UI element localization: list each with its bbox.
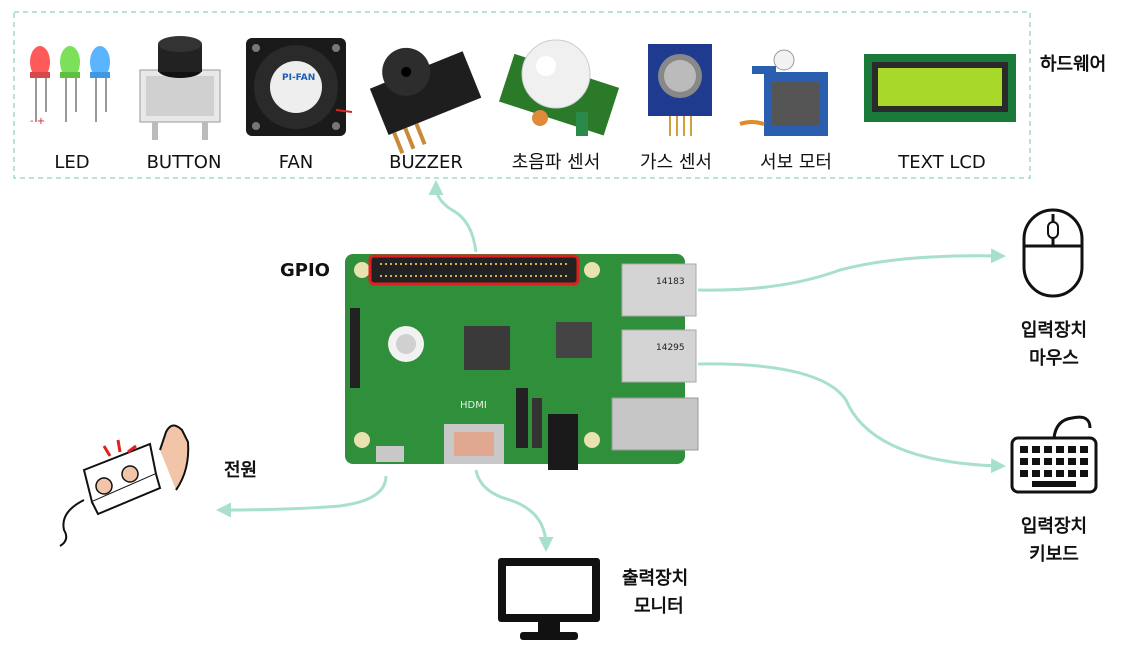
hardware-box bbox=[13, 11, 1031, 179]
keyboard-icon bbox=[1010, 415, 1098, 494]
keyboard-label-line1: 입력장치 bbox=[1021, 515, 1087, 537]
monitor-icon bbox=[498, 558, 600, 640]
arrow-to-power bbox=[216, 475, 388, 518]
mouse-label-line1: 입력장치 bbox=[1021, 319, 1087, 341]
led-image: - + bbox=[30, 46, 110, 127]
gpio-label: GPIO bbox=[280, 260, 330, 281]
gas-sensor-image bbox=[648, 44, 712, 136]
power-strip-icon bbox=[59, 424, 190, 547]
svg-text:- +: - + bbox=[30, 116, 45, 127]
button-image bbox=[139, 36, 221, 140]
arrow-to-hardware bbox=[428, 180, 478, 253]
hardware-label-buzzer: BUZZER bbox=[389, 152, 463, 173]
hardware-label-fan: FAN bbox=[279, 152, 313, 173]
power-label: 전원 bbox=[224, 460, 257, 481]
gpio-header bbox=[368, 254, 580, 286]
ultrasonic-sensor-image bbox=[499, 39, 620, 136]
buzzer-image bbox=[369, 47, 482, 154]
usb-bottom-text: 14295 bbox=[656, 343, 685, 353]
hardware-label-ultrasonic: 초음파 센서 bbox=[512, 152, 601, 173]
servo-motor-image bbox=[739, 49, 828, 136]
text-lcd-image bbox=[864, 54, 1016, 122]
mouse-icon bbox=[1022, 208, 1084, 298]
hardware-label-lcd: TEXT LCD bbox=[897, 152, 986, 173]
hardware-title: 하드웨어 bbox=[1040, 54, 1106, 75]
hardware-label-led: LED bbox=[54, 152, 89, 173]
fan-image: PI-FAN bbox=[246, 38, 353, 136]
arrow-to-mouse bbox=[697, 248, 1006, 292]
monitor-label-line2: 모니터 bbox=[634, 596, 684, 617]
raspberry-pi-board: HDMI 14183 14295 bbox=[345, 254, 699, 470]
usb-top-text: 14183 bbox=[656, 277, 685, 287]
mouse-label-line2: 마우스 bbox=[1029, 348, 1079, 369]
hdmi-silkscreen: HDMI bbox=[460, 400, 487, 411]
arrow-to-monitor bbox=[474, 469, 554, 552]
fan-brand-text: PI-FAN bbox=[282, 73, 315, 83]
hardware-label-gas: 가스 센서 bbox=[640, 152, 712, 173]
keyboard-label-line2: 키보드 bbox=[1029, 544, 1079, 565]
hardware-label-servo: 서보 모터 bbox=[760, 152, 832, 173]
arrow-to-keyboard bbox=[697, 362, 1006, 474]
monitor-label-line1: 출력장치 bbox=[622, 568, 688, 589]
hardware-label-button: BUTTON bbox=[147, 152, 222, 173]
